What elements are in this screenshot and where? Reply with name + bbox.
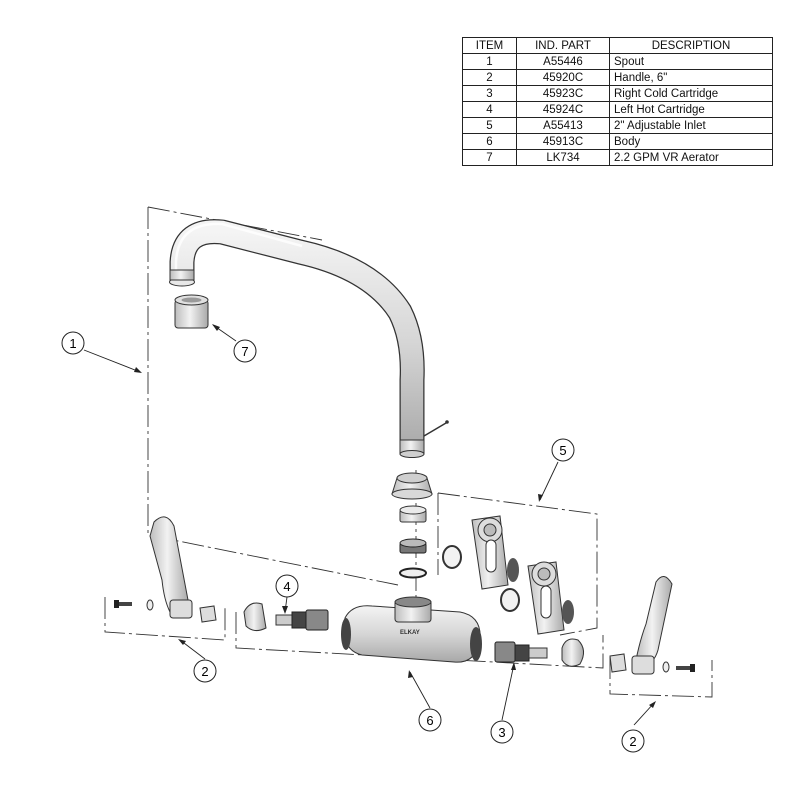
spout: [169, 219, 449, 458]
part-description: Handle, 6": [609, 69, 773, 86]
part-description: Left Hot Cartridge: [609, 101, 773, 118]
part-description: 2" Adjustable Inlet: [609, 117, 773, 134]
right-cartridge: [494, 638, 584, 667]
callout-label: 2: [201, 664, 208, 679]
spout-nut-and-rings: [391, 472, 433, 579]
callout-label: 3: [498, 725, 505, 740]
part-number: LK734: [516, 149, 610, 166]
callout-label: 2: [629, 734, 636, 749]
callout-5: 5: [551, 438, 575, 462]
callout-label: 6: [426, 713, 433, 728]
callout-label: 1: [69, 336, 76, 351]
callout-2-left: 2: [193, 659, 217, 683]
callout-6: 6: [418, 708, 442, 732]
callout-2-right: 2: [621, 729, 645, 753]
callout-3: 3: [490, 720, 514, 744]
part-description: 2.2 GPM VR Aerator: [609, 149, 773, 166]
right-handle: [609, 576, 695, 675]
table-row: 6 45913C Body: [462, 133, 773, 150]
table-row: 2 45920C Handle, 6": [462, 69, 773, 86]
table-row: 7 LK734 2.2 GPM VR Aerator: [462, 149, 773, 166]
left-handle: [114, 516, 217, 623]
table-row: 5 A55413 2" Adjustable Inlet: [462, 117, 773, 134]
parts-table: ITEM IND. PART DESCRIPTION 1 A55446 Spou…: [462, 37, 773, 166]
callout-4: 4: [275, 574, 299, 598]
callout-label: 7: [241, 344, 248, 359]
left-cartridge: [243, 602, 329, 632]
leader-arrowheads: [134, 324, 656, 708]
aerator: [174, 294, 209, 329]
callout-label: 4: [283, 579, 290, 594]
callout-1: 1: [61, 331, 85, 355]
faucet-body: ELKAY: [341, 596, 482, 663]
part-number: 45913C: [516, 133, 610, 150]
body-brand-mark: ELKAY: [400, 630, 420, 636]
callout-7: 7: [233, 339, 257, 363]
adjustable-inlets: [442, 515, 574, 635]
callout-label: 5: [559, 443, 566, 458]
table-row: 3 45923C Right Cold Cartridge: [462, 85, 773, 102]
